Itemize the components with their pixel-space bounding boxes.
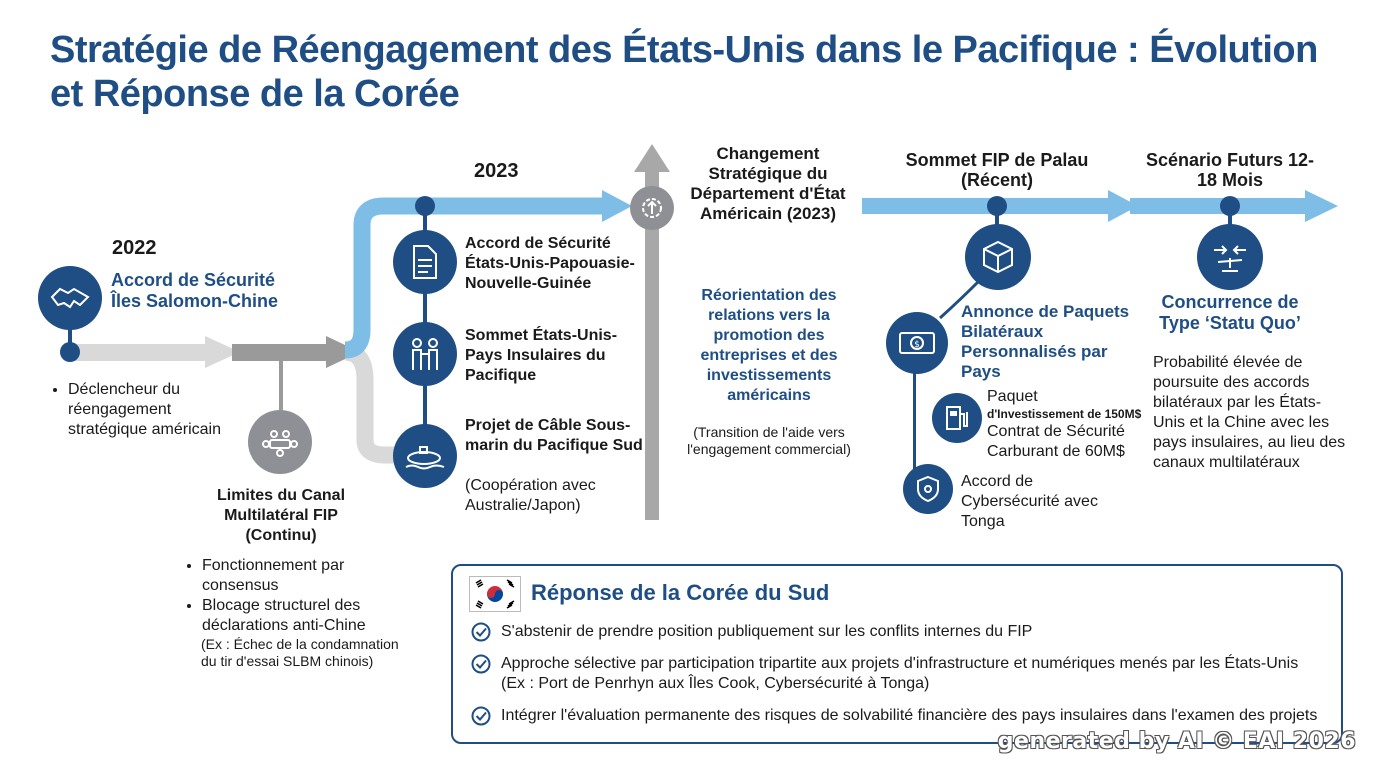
check-circle-icon (471, 622, 491, 642)
y2023-item-3: Projet de Câble Sous-marin du Pacifique … (465, 417, 643, 454)
fip-limits-bullets: Fonctionnement par consensus Blocage str… (184, 556, 412, 636)
blue-arrowhead-3 (1305, 190, 1338, 222)
palau-branch (938, 278, 982, 320)
year-2022: 2022 (112, 237, 157, 259)
vertical-gray-arrow-shaft (645, 170, 659, 520)
handshake-icon (38, 266, 102, 330)
strategic-change-blue-text: Réorientation des relations vers la prom… (700, 287, 838, 404)
palau-sub-heading: Annonce de Paquets Bilatéraux Personnali… (961, 302, 1130, 381)
palau-item-1: Paquet d'Investissement de 150M$ Contrat… (987, 387, 1167, 462)
south-korea-flag-icon (469, 576, 521, 612)
korea-item-1-text: S'abstenir de prendre position publiquem… (501, 623, 1033, 640)
palau-item-1-bold: d'Investissement de 150M$ (987, 407, 1142, 421)
document-icon (393, 230, 457, 294)
strategic-change-note: (Transition de l'aide vers l'engagement … (687, 424, 851, 457)
y2023-dot (415, 196, 435, 216)
check-circle-icon (471, 654, 491, 674)
korea-item-1: S'abstenir de prendre position publiquem… (471, 622, 1331, 642)
y2023-item-3-note: (Coopération avec Australie/Japon) (465, 477, 596, 514)
fuel-pump-icon (932, 393, 982, 443)
future-stem (1228, 206, 1232, 236)
blue-curve-connector (344, 197, 610, 359)
blue-arrowhead-1 (602, 190, 632, 222)
palau-item-1-rest: Contrat de Sécurité Carburant de 60M$ (987, 423, 1125, 460)
future-text: Probabilité élevée de poursuite des acco… (1153, 354, 1346, 471)
fip-limits-bullet-1: Fonctionnement par consensus (202, 556, 412, 596)
gray-arrowhead-2 (326, 336, 360, 368)
gray-connector-dark (232, 344, 340, 361)
palau-stem (995, 206, 999, 236)
y2022-bullets: Déclencheur du réengagement stratégique … (50, 380, 228, 440)
watermark: generated by AI © EAI 2026 (997, 729, 1356, 754)
future-heading: Scénario Futurs 12-18 Mois (1145, 150, 1315, 190)
meeting-stem (279, 360, 283, 410)
submarine-icon (393, 424, 457, 488)
future-blue-heading: Concurrence de Type ‘Statu Quo’ (1159, 292, 1301, 333)
gray-arrowhead-1 (205, 336, 240, 368)
balance-icon (1197, 224, 1263, 290)
y2022-bullet: Déclencheur du réengagement stratégique … (68, 380, 228, 440)
people-icon (393, 322, 457, 386)
palau-heading: Sommet FIP de Palau (Récent) (905, 150, 1089, 190)
korea-response-panel: Réponse de la Corée du Sud S'abstenir de… (451, 564, 1343, 744)
page-title: Stratégie de Réengagement des États-Unis… (50, 29, 1318, 115)
korea-item-2: Approche sélective par participation tri… (471, 654, 1331, 694)
korea-item-2-sub: (Ex : Port de Penrhyn aux Îles Cook, Cyb… (501, 675, 930, 692)
palau-item-2: Accord de Cybersécurité avec Tonga (961, 473, 1098, 530)
svg-text:$: $ (914, 340, 920, 350)
korea-item-2-text: Approche sélective par participation tri… (501, 655, 1299, 672)
fip-limits-heading: Limites du Canal Multilatéral FIP (Conti… (216, 487, 346, 544)
strategic-change-heading: Changement Stratégique du Département d'… (690, 144, 846, 223)
korea-item-3-text: Intégrer l'évaluation permanente des ris… (501, 707, 1318, 724)
y2022-dot (60, 342, 80, 362)
blue-arrowhead-2 (1108, 190, 1138, 222)
y2023-item-1: Accord de Sécurité États-Unis-Papouasie-… (465, 235, 635, 292)
money-icon: $ (886, 312, 948, 374)
shield-icon (903, 464, 953, 514)
year-2023: 2023 (474, 160, 519, 182)
check-circle-icon (471, 706, 491, 726)
y2022-heading: Accord de Sécurité Îles Salomon-Chine (111, 270, 279, 311)
meeting-icon (248, 410, 312, 474)
fip-limits-note: (Ex : Échec de la condamnation du tir d'… (201, 636, 399, 669)
korea-response-title: Réponse de la Corée du Sud (531, 580, 830, 605)
package-icon (965, 224, 1031, 290)
palau-item-1-pre: Paquet (987, 388, 1038, 405)
gray-connector-light (70, 344, 220, 361)
palau-sub-stem (913, 370, 916, 490)
korea-item-3: Intégrer l'évaluation permanente des ris… (471, 706, 1331, 726)
fip-limits-bullet-2: Blocage structurel des déclarations anti… (202, 596, 412, 636)
vertical-gray-arrowhead (634, 144, 670, 172)
gear-arrow-icon (630, 186, 674, 230)
y2023-item-2: Sommet États-Unis-Pays Insulaires du Pac… (465, 327, 618, 384)
